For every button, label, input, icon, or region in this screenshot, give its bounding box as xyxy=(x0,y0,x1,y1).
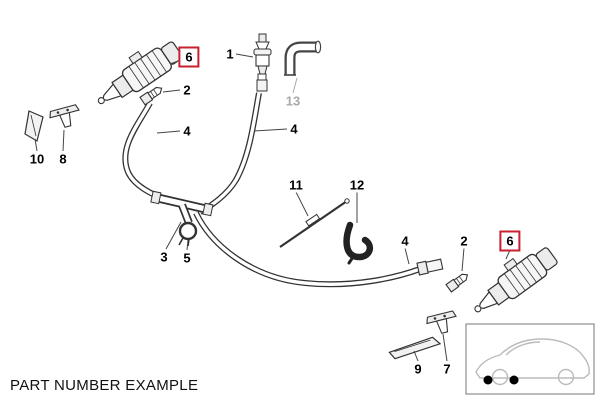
location-dot xyxy=(483,375,493,385)
callout-2[interactable]: 2 xyxy=(181,82,193,98)
callout-13[interactable]: 13 xyxy=(283,93,303,109)
part-11-hose-line xyxy=(279,198,350,248)
part-5-clamp xyxy=(178,221,198,247)
part-6-washer-pump-left xyxy=(87,31,186,114)
callout-6[interactable]: 6 xyxy=(178,46,200,68)
location-dot xyxy=(509,375,519,385)
car-location-inset xyxy=(465,323,595,395)
hose-left xyxy=(122,101,169,204)
callout-12[interactable]: 12 xyxy=(347,177,367,193)
car-outline xyxy=(475,338,590,386)
callout-4[interactable]: 4 xyxy=(181,123,193,139)
callout-3[interactable]: 3 xyxy=(158,249,170,265)
part-13-elbow xyxy=(284,40,322,76)
part-1-check-valve xyxy=(253,33,272,92)
callout-1[interactable]: 1 xyxy=(224,46,236,62)
hose-middle xyxy=(198,92,262,215)
leader-lines xyxy=(34,53,511,362)
callout-2[interactable]: 2 xyxy=(458,233,470,249)
part-8-washer-jet xyxy=(47,103,83,131)
callout-4[interactable]: 4 xyxy=(288,121,300,137)
callout-6[interactable]: 6 xyxy=(499,230,521,252)
callout-10[interactable]: 10 xyxy=(27,151,47,167)
part-9-cover xyxy=(388,333,442,363)
part-7-washer-jet xyxy=(424,309,460,337)
part-12-clip xyxy=(343,221,374,265)
callout-5[interactable]: 5 xyxy=(181,250,193,266)
callout-9[interactable]: 9 xyxy=(412,361,424,377)
callout-11[interactable]: 11 xyxy=(287,177,305,193)
part-2-connector-right xyxy=(445,270,471,293)
part-10-cover xyxy=(24,110,44,142)
callout-8[interactable]: 8 xyxy=(57,151,69,167)
page-title: PART NUMBER EXAMPLE xyxy=(10,377,199,394)
hose-long xyxy=(193,211,444,288)
callout-4[interactable]: 4 xyxy=(399,233,411,249)
part-3-t-connector xyxy=(150,190,214,225)
callout-7[interactable]: 7 xyxy=(441,361,453,377)
